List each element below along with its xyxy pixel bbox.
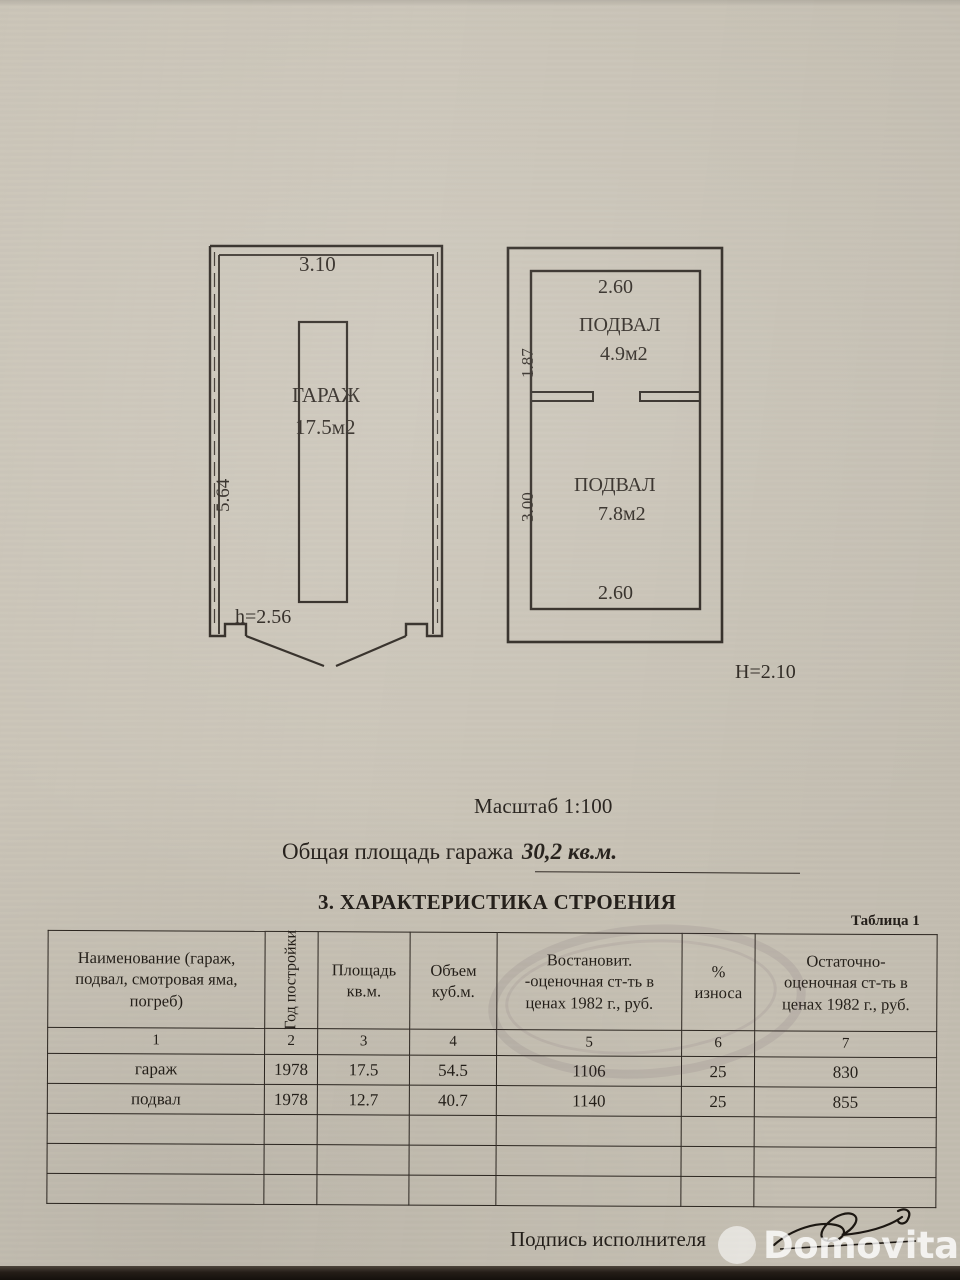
header-cell-name: Наименование (гараж, подвал, смотровая я… xyxy=(47,930,266,1029)
handwritten-signature xyxy=(772,1208,917,1250)
header-area-line2: кв.м. xyxy=(346,981,382,1001)
header-cell-volume: Объем куб.м. xyxy=(409,932,498,1030)
cell-wear-pct: 25 xyxy=(681,1056,755,1087)
header-wear-line2: износа xyxy=(694,982,743,1003)
garage-dim-left: 5.64 xyxy=(213,478,234,512)
table-empty-row xyxy=(46,1173,936,1208)
scale-note: Масштаб 1:100 xyxy=(474,794,613,818)
header-name-line3: погреб) xyxy=(129,990,184,1011)
cell-wear-pct: 25 xyxy=(681,1086,755,1117)
header-name-line1: Наименование (гараж, xyxy=(77,948,236,969)
garage-room-area: 17.5м2 xyxy=(295,415,356,439)
basement-lower-room-area: 7.8м2 xyxy=(598,503,646,525)
header-volume-line2: куб.м. xyxy=(431,981,475,1001)
basement-dim-left-upper: 1.87 xyxy=(518,348,537,378)
table-caption: Таблица 1 xyxy=(851,913,920,929)
colnum-3: 3 xyxy=(317,1028,410,1056)
basement-dim-bottom: 2.60 xyxy=(598,582,633,604)
colnum-4: 4 xyxy=(409,1029,497,1056)
header-year-text: Год постройки xyxy=(282,930,300,1030)
header-area-line1: Площадь xyxy=(331,960,397,980)
cell-area: 17.5 xyxy=(317,1054,410,1086)
floor-plans-area: 3.10 5.64 ГАРАЖ 17.5м2 h=2.56 2.60 1.87 … xyxy=(208,244,796,683)
section-title: 3. ХАРАКТЕРИСТИКА СТРОЕНИЯ xyxy=(318,890,677,914)
table-row: гараж 1978 17.5 54.5 1106 25 830 xyxy=(47,1053,937,1088)
header-name-line2: подвал, смотровая яма, xyxy=(75,969,238,990)
header-wear-line1: % xyxy=(711,961,726,982)
cell-volume: 40.7 xyxy=(409,1085,497,1116)
building-characteristics-table: Наименование (гараж, подвал, смотровая я… xyxy=(46,930,938,1208)
header-residual-line3: ценах 1982 г., руб. xyxy=(781,993,910,1014)
header-restore-line3: ценах 1982 г., руб. xyxy=(525,992,654,1013)
header-cell-residual-cost: Остаточно- оценочная ст-ть в ценах 1982 … xyxy=(754,933,938,1032)
bottom-edge-band xyxy=(0,1266,960,1280)
signature-label: Подпись исполнителя xyxy=(510,1227,706,1251)
colnum-1: 1 xyxy=(47,1027,265,1055)
header-restore-line2: -оценочная ст-ть в xyxy=(524,971,655,992)
garage-dim-top: 3.10 xyxy=(299,252,336,276)
garage-height-note: h=2.56 xyxy=(235,606,292,628)
header-cell-wear: % износа xyxy=(681,933,756,1031)
cell-residual-cost: 830 xyxy=(754,1056,937,1088)
cell-restore-cost: 1140 xyxy=(496,1085,682,1117)
header-year-rotated: Год постройки xyxy=(269,930,313,1030)
garage-room-name: ГАРАЖ xyxy=(292,383,360,407)
header-residual-line2: оценочная ст-ть в xyxy=(783,972,908,993)
header-cell-area: Площадь кв.м. xyxy=(317,931,411,1030)
garage-floor-plan xyxy=(208,244,444,668)
cell-name: гараж xyxy=(47,1053,265,1085)
table-row: подвал 1978 12.7 40.7 1140 25 855 xyxy=(47,1083,937,1118)
basement-lower-room-name: ПОДВАЛ xyxy=(574,474,656,496)
basement-upper-room-name: ПОДВАЛ xyxy=(579,314,661,336)
basement-dim-top: 2.60 xyxy=(598,276,633,298)
table-empty-row xyxy=(47,1113,937,1148)
basement-height-note: H=2.10 xyxy=(735,661,796,683)
header-cell-year: Год постройки xyxy=(264,930,319,1030)
colnum-6: 6 xyxy=(681,1030,755,1057)
basement-upper-room-area: 4.9м2 xyxy=(600,343,648,365)
cell-year: 1978 xyxy=(264,1084,318,1115)
watermark-logo-icon xyxy=(718,1226,756,1264)
table-header-row: Наименование (гараж, подвал, смотровая я… xyxy=(47,930,938,1032)
total-area-line: Общая площадь гаража 30,2 кв.м. xyxy=(282,839,620,865)
header-residual-line1: Остаточно- xyxy=(806,951,886,972)
table-empty-row xyxy=(46,1143,937,1178)
basement-dim-left-lower: 3.00 xyxy=(518,492,537,522)
header-cell-restore-cost: Востановит. -оценочная ст-ть в ценах 198… xyxy=(496,932,683,1031)
cell-volume: 54.5 xyxy=(409,1055,497,1086)
cell-name: подвал xyxy=(47,1083,265,1115)
colnum-7: 7 xyxy=(754,1030,937,1058)
cell-restore-cost: 1106 xyxy=(496,1055,682,1087)
total-area-underline xyxy=(534,871,801,874)
cell-year: 1978 xyxy=(264,1054,318,1085)
header-restore-line1: Востановит. xyxy=(546,950,633,971)
header-volume-line1: Объем xyxy=(430,960,477,980)
colnum-2: 2 xyxy=(264,1028,318,1055)
total-area-value: 30,2 кв.м. xyxy=(521,839,618,864)
cell-residual-cost: 855 xyxy=(754,1086,937,1118)
colnum-5: 5 xyxy=(496,1029,682,1057)
total-area-label: Общая площадь гаража xyxy=(282,839,514,864)
cell-area: 12.7 xyxy=(317,1084,410,1116)
basement-floor-plan xyxy=(506,246,724,644)
